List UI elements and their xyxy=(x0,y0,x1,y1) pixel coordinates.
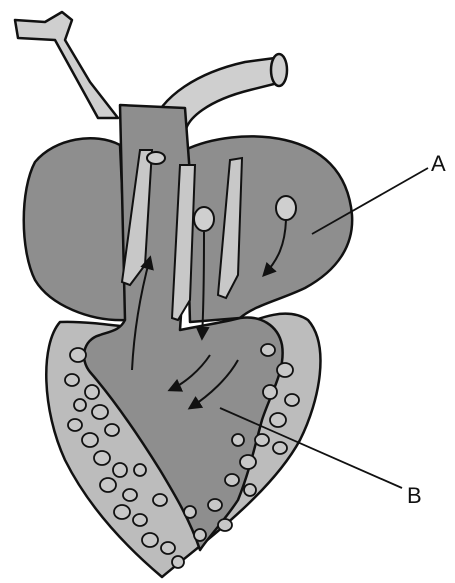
wall-hole xyxy=(255,434,269,446)
wall-hole xyxy=(85,385,99,399)
wall-hole xyxy=(114,505,130,519)
wall-hole xyxy=(225,474,239,486)
wall-hole xyxy=(100,478,116,492)
label-b: B xyxy=(407,485,422,507)
wall-hole xyxy=(92,405,108,419)
wall-hole xyxy=(232,434,244,446)
label-a: A xyxy=(431,153,446,175)
aorta-opening xyxy=(271,54,287,86)
wall-hole xyxy=(240,455,256,469)
wall-hole xyxy=(133,514,147,526)
wall-hole xyxy=(105,424,119,436)
wall-hole xyxy=(194,529,206,541)
wall-hole xyxy=(263,385,277,399)
branched-vessel xyxy=(15,12,118,118)
left-atrium xyxy=(24,138,128,320)
wall-hole xyxy=(82,433,98,447)
wall-hole xyxy=(285,394,299,406)
wall-hole xyxy=(244,484,256,496)
wall-hole xyxy=(70,348,86,362)
wall-hole xyxy=(261,344,275,356)
wall-hole xyxy=(94,451,110,465)
wall-hole xyxy=(65,374,79,386)
wall-hole xyxy=(208,499,222,511)
wall-hole xyxy=(142,533,158,547)
wall-hole xyxy=(270,413,286,427)
wall-hole xyxy=(161,542,175,554)
wall-hole xyxy=(218,519,232,531)
opening-middle xyxy=(194,207,214,231)
wall-hole xyxy=(68,419,82,431)
wall-hole xyxy=(113,463,127,477)
opening-right xyxy=(276,196,296,220)
wall-hole xyxy=(134,464,146,476)
wall-hole xyxy=(172,556,184,568)
wall-hole xyxy=(277,363,293,377)
wall-hole xyxy=(123,489,137,501)
wall-hole xyxy=(273,442,287,454)
wall-hole xyxy=(74,399,86,411)
wall-hole xyxy=(153,494,167,506)
opening-top xyxy=(147,152,165,164)
wall-hole xyxy=(184,506,196,518)
